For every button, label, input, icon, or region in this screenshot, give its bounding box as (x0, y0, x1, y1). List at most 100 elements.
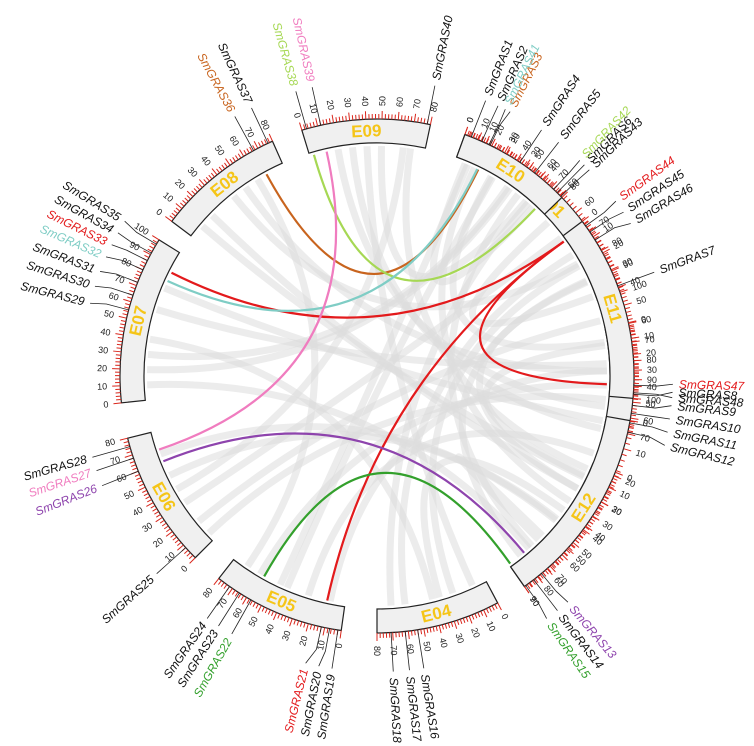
tick-e12 (574, 539, 580, 544)
gene-pointer (470, 100, 487, 138)
tick-e03 (597, 507, 603, 511)
tick-label-e08: 0 (154, 206, 164, 217)
gene-label-smgras18: SmGRAS18 (387, 677, 405, 743)
tick-e08 (184, 197, 189, 202)
tick-label-e10: 30 (507, 130, 521, 144)
tick-e03 (539, 574, 544, 579)
tick-e05 (261, 606, 265, 612)
tick-e06 (159, 519, 165, 524)
tick-e10 (540, 171, 546, 179)
tick-e10 (548, 181, 554, 186)
tick-e08 (169, 215, 175, 220)
tick-label-e03: 0 (625, 473, 633, 484)
tick-e05 (280, 614, 284, 620)
tick-e10 (480, 136, 484, 142)
tick-label-e09: 50 (377, 96, 387, 106)
tick-e01 (609, 264, 615, 268)
tick-e07 (127, 296, 133, 299)
tick-e11 (631, 337, 637, 339)
tick-e10 (514, 154, 518, 160)
tick-e05 (286, 617, 290, 623)
tick-label-e10: 60 (545, 157, 559, 171)
tick-e05 (242, 597, 247, 605)
gene-pointer (629, 422, 668, 433)
tick-e10 (559, 191, 564, 196)
tick-e01 (614, 277, 621, 280)
tick-label-e01: 30 (529, 145, 543, 159)
tick-e10 (546, 179, 551, 184)
tick-e06 (163, 525, 169, 530)
chromosome-e11 (562, 220, 635, 400)
tick-e06 (188, 554, 194, 560)
tick-e04 (483, 609, 488, 618)
tick-e01 (596, 239, 602, 244)
tick-label-e09: 30 (342, 97, 353, 108)
tick-label-e03: 70 (555, 572, 569, 586)
tick-e01 (594, 235, 599, 240)
tick-e05 (299, 621, 303, 627)
tick-e08 (175, 203, 183, 210)
gene-pointer (519, 129, 542, 163)
tick-e07 (124, 306, 130, 309)
tick-e11 (596, 240, 602, 244)
tick-e03 (609, 483, 615, 487)
tick-e10 (516, 153, 522, 161)
tick-e11 (592, 232, 601, 238)
background-link (206, 392, 607, 536)
tick-e04 (414, 630, 416, 636)
tick-e04 (465, 616, 469, 622)
tick-e04 (447, 622, 451, 628)
tick-e10 (475, 133, 479, 139)
tick-e10 (533, 167, 538, 173)
gene-pointer (331, 629, 339, 669)
tick-e07 (130, 286, 136, 290)
tick-e07 (123, 298, 132, 303)
tick-e11 (619, 288, 625, 292)
tick-e08 (235, 155, 239, 161)
tick-e01 (505, 146, 511, 155)
tick-e02 (628, 427, 634, 430)
gene-pointer (617, 271, 655, 287)
tick-e03 (554, 561, 559, 566)
tick-label-e12: 20 (624, 476, 637, 489)
tick-e12 (611, 480, 617, 484)
tick-e08 (171, 212, 177, 217)
tick-label-e01: 90 (621, 257, 634, 270)
link-smgras44-smgras33 (170, 240, 565, 319)
tick-label-e12: 60 (552, 575, 566, 589)
tick-e11 (605, 256, 611, 261)
tick-e10 (530, 166, 535, 171)
tick-e08 (266, 137, 270, 143)
tick-e04 (429, 627, 432, 633)
background-link (348, 146, 602, 432)
tick-e03 (602, 498, 608, 502)
tick-e06 (136, 477, 142, 481)
gene-pointer (633, 391, 673, 397)
tick-label-e12: 40 (593, 530, 607, 544)
tick-e01 (601, 246, 609, 252)
tick-e04 (468, 615, 473, 624)
tick-e05 (313, 625, 316, 631)
tick-e04 (485, 608, 490, 614)
tick-e03 (586, 523, 592, 528)
tick-e10 (557, 189, 562, 194)
tick-label-e07: 60 (107, 290, 119, 302)
tick-e03 (594, 512, 599, 517)
tick-e05 (234, 591, 239, 597)
tick-label-e06: 50 (122, 488, 135, 501)
tick-e08 (173, 210, 179, 215)
tick-e11 (630, 333, 636, 336)
tick-e08 (208, 174, 213, 180)
background-link (147, 184, 511, 361)
tick-e05 (322, 627, 326, 636)
tick-e08 (253, 140, 259, 149)
tick-e05 (227, 588, 233, 596)
tick-e03 (549, 565, 556, 573)
tick-e07 (135, 273, 141, 277)
tick-e06 (152, 508, 158, 512)
tick-marks: 0102030405060708090100010203040506070010… (97, 96, 661, 656)
tick-label-e12: 30 (610, 504, 624, 518)
chromosome-e06 (126, 431, 214, 559)
tick-e06 (119, 437, 128, 441)
gene-label-smgras8: SmGRAS8 (678, 386, 738, 403)
